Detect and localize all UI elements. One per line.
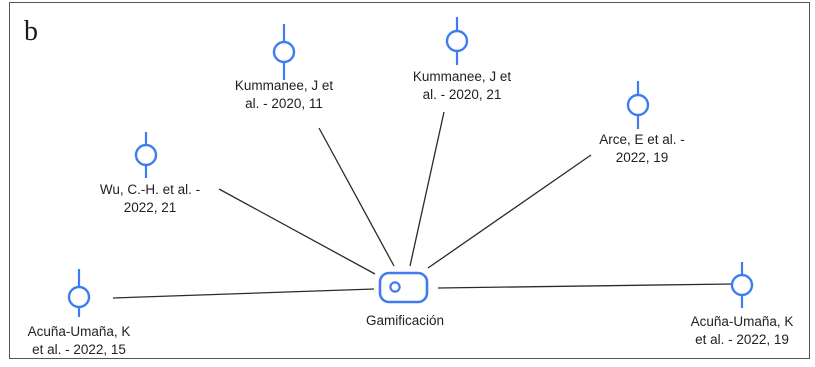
edge-kummanee-11 <box>318 127 395 267</box>
ref-line1: Acuña-Umaña, K <box>690 314 794 329</box>
ref-line2: al. - 2020, 11 <box>245 96 323 111</box>
hub-label: Gamificación <box>345 312 465 330</box>
pin-node-icon <box>67 269 91 317</box>
edge-wu-21 <box>218 188 376 275</box>
ref-label-acuna-19: Acuña-Umaña, K et al. - 2022, 19 <box>672 313 812 349</box>
ref-line2: 2022, 21 <box>123 200 177 215</box>
ref-label-acuna-15: Acuña-Umaña, K et al. - 2022, 15 <box>9 323 149 359</box>
tag-node-dot <box>389 281 401 293</box>
ref-line2: 2022, 19 <box>615 150 669 165</box>
ref-line2: et al. - 2022, 19 <box>695 332 789 347</box>
panel-letter: b <box>24 16 38 47</box>
ref-label-arce-19: Arce, E et al. - 2022, 19 <box>577 131 707 167</box>
edge-kummanee-21 <box>409 111 445 267</box>
ref-line1: Kummanee, J et <box>412 69 512 84</box>
tag-node-icon <box>378 271 429 304</box>
ref-label-wu-21: Wu, C.-H. et al. - 2022, 21 <box>80 181 220 217</box>
ref-line1: Arce, E et al. - <box>599 132 685 147</box>
edge-acuna-15 <box>112 288 375 299</box>
hub-node <box>378 271 429 304</box>
ref-line1: Wu, C.-H. et al. - <box>99 182 201 197</box>
ref-label-kummanee-11: Kummanee, J et al. - 2020, 11 <box>214 77 354 113</box>
ref-line1: Acuña-Umaña, K <box>27 324 131 339</box>
edge-arce-19 <box>427 154 592 269</box>
ref-line1: Kummanee, J et <box>234 78 334 93</box>
pin-node-icon <box>445 17 469 65</box>
edges <box>112 111 734 299</box>
hub-label-text: Gamificación <box>365 313 445 328</box>
ref-line2: al. - 2020, 21 <box>422 87 502 102</box>
pin-node-icon <box>626 81 650 129</box>
ref-label-kummanee-21: Kummanee, J et al. - 2020, 21 <box>392 68 532 104</box>
edge-acuna-19 <box>437 283 734 289</box>
pin-node-icon <box>134 132 158 178</box>
figure-frame <box>9 2 810 359</box>
ref-line2: et al. - 2022, 15 <box>32 342 126 357</box>
pin-node-icon <box>730 262 754 308</box>
pin-node-icon <box>272 24 296 80</box>
